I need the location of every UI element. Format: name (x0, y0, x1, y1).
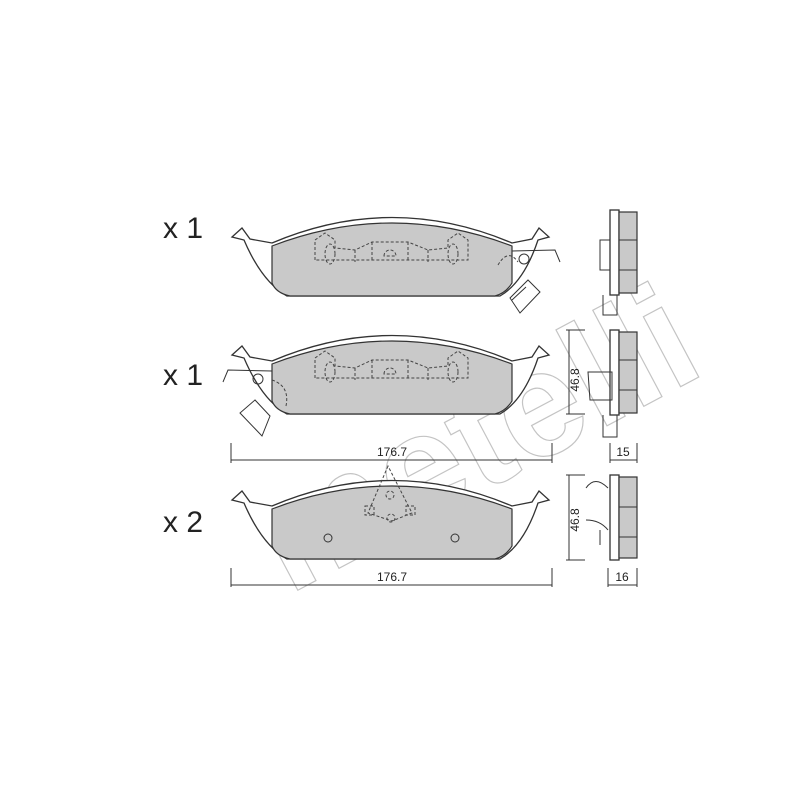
side-view-2 (587, 329, 638, 438)
brake-pad-2 (222, 334, 550, 437)
watermark-logo: metelli (225, 252, 723, 623)
wear-sensor-wire (222, 369, 273, 383)
wear-sensor-wire (511, 249, 561, 263)
brake-pad-3 (231, 464, 550, 560)
dimension-width-2-label: 176.7 (377, 570, 407, 584)
dimension-thickness-1 (609, 443, 638, 463)
brake-pad-1 (231, 216, 561, 314)
quantity-label-2: x 1 (163, 359, 203, 392)
dimension-thickness-2-label: 16 (615, 570, 629, 584)
wear-sensor (509, 279, 541, 314)
dimension-height-1 (566, 329, 585, 415)
dimension-width-1 (230, 443, 553, 463)
dimension-height-1-label: 46.8 (568, 368, 582, 392)
dimension-height-2 (566, 474, 585, 561)
side-view-1 (599, 209, 638, 316)
dimension-width-2 (230, 568, 553, 587)
dimension-thickness-1-label: 15 (616, 445, 630, 459)
dimension-thickness-2 (607, 568, 638, 587)
quantity-label-1: x 1 (163, 212, 203, 245)
dimension-width-1-label: 176.7 (377, 445, 407, 459)
side-view-3 (585, 474, 638, 561)
dimension-height-2-label: 46.8 (568, 508, 582, 532)
quantity-label-3: x 2 (163, 506, 203, 539)
